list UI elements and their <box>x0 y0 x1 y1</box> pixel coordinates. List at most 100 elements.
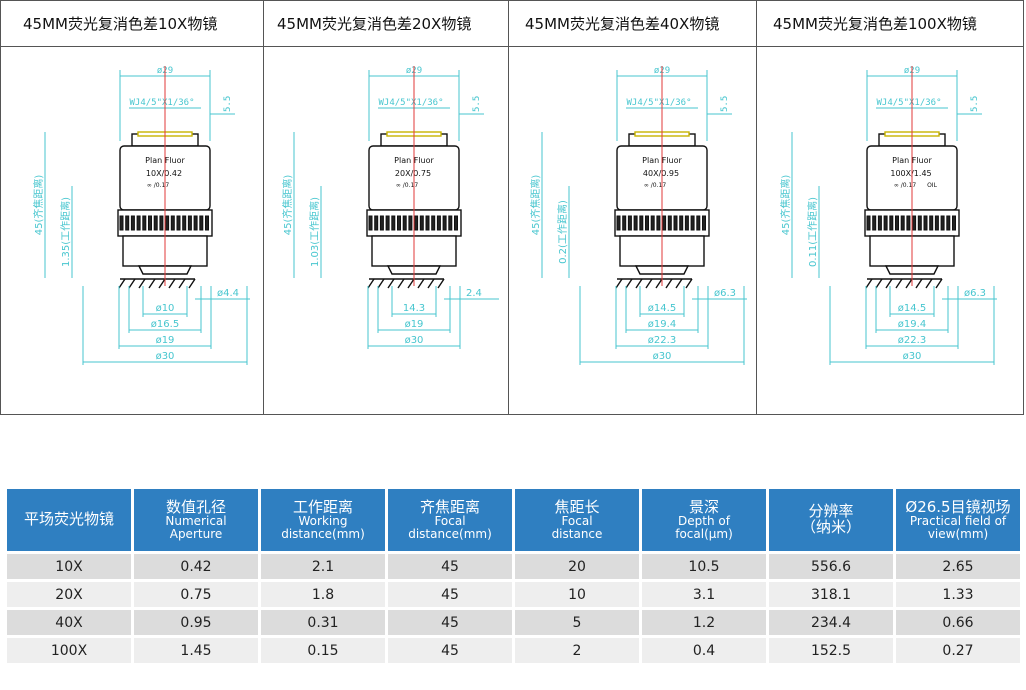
lens-spec2: ∞ /0.17 <box>894 182 916 189</box>
knurl-tooth <box>645 215 649 231</box>
value-cell: 3.1 <box>642 582 766 607</box>
diameter-label: ø14.5 <box>898 303 926 314</box>
knurl-tooth <box>419 215 424 231</box>
hatch-line <box>437 278 445 289</box>
value-cell: 318.1 <box>769 582 893 607</box>
knurl-tooth <box>414 215 419 231</box>
drawing-title-100x: 45MM荧光复消色差100X物镜 <box>773 15 977 33</box>
knurl-tooth <box>176 215 181 231</box>
knurl-tooth <box>205 215 209 231</box>
knurl-tooth <box>199 215 204 231</box>
dim-label: WJ4/5"X1/36° <box>129 98 194 108</box>
parfocal-label: 45(齐焦距离) <box>529 175 542 236</box>
knurl-tooth <box>170 215 175 231</box>
knurl-tooth <box>159 215 164 231</box>
side-dim-label: ø6.3 <box>964 288 986 299</box>
value-cell: 1.2 <box>642 610 766 635</box>
hatch-line <box>615 278 623 289</box>
hatch-line <box>665 278 673 289</box>
parfocal-label: 45(齐焦距离) <box>281 175 294 236</box>
hatch-line <box>407 278 415 289</box>
knurl-tooth <box>448 215 453 231</box>
knurl-tooth <box>142 215 147 231</box>
knurl-tooth <box>889 215 894 231</box>
value-cell: 10 <box>515 582 639 607</box>
value-cell: 0.75 <box>134 582 258 607</box>
column-divider <box>263 1 264 414</box>
hatch-line <box>118 278 126 289</box>
value-cell: 152.5 <box>769 638 893 663</box>
dim-label: 5.5 <box>720 96 730 112</box>
knurl-tooth <box>616 215 621 231</box>
drawing-panel: 45MM荧光复消色差10X物镜 45MM荧光复消色差20X物镜 45MM荧光复消… <box>0 0 1024 415</box>
knurl-tooth <box>667 215 672 231</box>
knurl-tooth <box>627 215 632 231</box>
column-divider <box>756 1 757 414</box>
value-cell: 20 <box>515 554 639 579</box>
value-cell: 2 <box>515 638 639 663</box>
knurl-tooth <box>900 215 905 231</box>
hatch-line <box>178 278 186 289</box>
knurl-tooth <box>883 215 888 231</box>
knurl-tooth <box>895 215 899 231</box>
lens-spec: 40X/0.95 <box>643 169 679 178</box>
diameter-label: ø22.3 <box>898 335 926 346</box>
value-cell: 0.95 <box>134 610 258 635</box>
diameter-label: ø19 <box>405 319 424 330</box>
diameter-label: ø19.4 <box>648 319 676 330</box>
dim-label: 5.5 <box>223 96 233 112</box>
knurl-tooth <box>454 215 458 231</box>
diameter-label: ø30 <box>903 351 922 362</box>
dim-label: WJ4/5"X1/36° <box>626 98 691 108</box>
knurl-tooth <box>165 215 170 231</box>
dim-label: 5.5 <box>472 96 482 112</box>
knurl-tooth <box>119 215 124 231</box>
hatch-line <box>158 278 166 289</box>
value-cell: 45 <box>388 554 512 579</box>
knurl-tooth <box>639 215 644 231</box>
lens-spec2: ∞ /0.17 <box>396 182 418 189</box>
side-dim-label: ø4.4 <box>217 288 239 299</box>
knurl-tooth <box>872 215 877 231</box>
knurl-tooth <box>877 215 882 231</box>
knurl-tooth <box>662 215 667 231</box>
knurl-tooth <box>952 215 956 231</box>
drawing-header: 45MM荧光复消色差10X物镜 45MM荧光复消色差20X物镜 45MM荧光复消… <box>1 1 1023 47</box>
knurl-tooth <box>917 215 922 231</box>
hatch-line <box>417 278 425 289</box>
hatch-line <box>925 278 933 289</box>
hatch-line <box>397 278 405 289</box>
header-resolution: 分辨率（纳米） <box>769 489 893 551</box>
side-dim-label: 2.4 <box>466 288 482 299</box>
value-cell: 45 <box>388 582 512 607</box>
knurl-tooth <box>193 215 198 231</box>
header-objective: 平场荧光物镜 <box>7 489 131 551</box>
knurl-tooth <box>182 215 187 231</box>
value-cell: 0.27 <box>896 638 1020 663</box>
objective-cell: 20X <box>7 582 131 607</box>
hatch-line <box>138 278 146 289</box>
value-cell: 10.5 <box>642 554 766 579</box>
knurl-tooth <box>929 215 934 231</box>
hatch-line <box>188 278 196 289</box>
knurl-tooth <box>385 215 390 231</box>
lens-spec2: ∞ /0.17 <box>147 182 169 189</box>
diameter-label: ø14.5 <box>648 303 676 314</box>
knurl-tooth <box>187 215 192 231</box>
value-cell: 0.31 <box>261 610 385 635</box>
hatch-line <box>865 278 873 289</box>
drawing-title-10x: 45MM荧光复消色差10X物镜 <box>23 15 218 33</box>
knurl-tooth <box>633 215 638 231</box>
diameter-label: ø16.5 <box>151 319 179 330</box>
knurl-tooth <box>650 215 655 231</box>
diameter-label: ø22.3 <box>648 335 676 346</box>
hatch-line <box>148 278 156 289</box>
value-cell: 0.42 <box>134 554 258 579</box>
knurl-tooth <box>125 215 130 231</box>
